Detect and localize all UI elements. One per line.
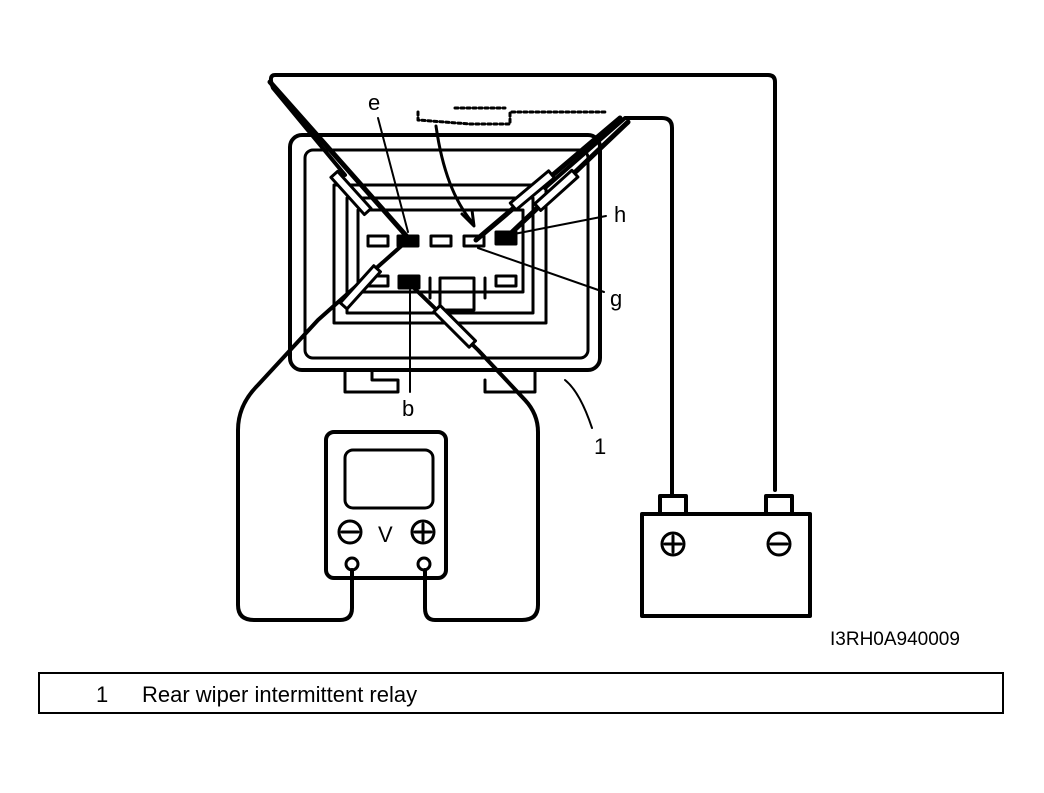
label-e: e xyxy=(368,90,380,115)
arrow-to-g xyxy=(434,124,474,224)
legend-item-number: 1 xyxy=(96,682,109,707)
wire-battery-positive xyxy=(543,116,674,497)
relay-terminals xyxy=(366,230,518,290)
probe-e xyxy=(267,79,413,243)
label-callout-1: 1 xyxy=(594,434,606,459)
probe-gh xyxy=(473,115,631,243)
wire-dotted xyxy=(416,110,607,126)
battery xyxy=(640,494,812,618)
figure-code: I3RH0A940009 xyxy=(830,629,960,650)
voltmeter-positive-lead xyxy=(410,284,540,622)
voltmeter xyxy=(324,430,448,580)
label-h: h xyxy=(614,202,626,227)
legend-item-text: Rear wiper intermittent relay xyxy=(142,682,418,707)
legend-table: 1 Rear wiper intermittent relay xyxy=(38,672,1004,714)
label-g: g xyxy=(610,286,622,311)
voltmeter-v-symbol: V xyxy=(378,522,393,547)
leader-lines xyxy=(377,117,607,429)
voltmeter-negative-lead xyxy=(236,238,410,622)
label-b: b xyxy=(402,396,414,421)
